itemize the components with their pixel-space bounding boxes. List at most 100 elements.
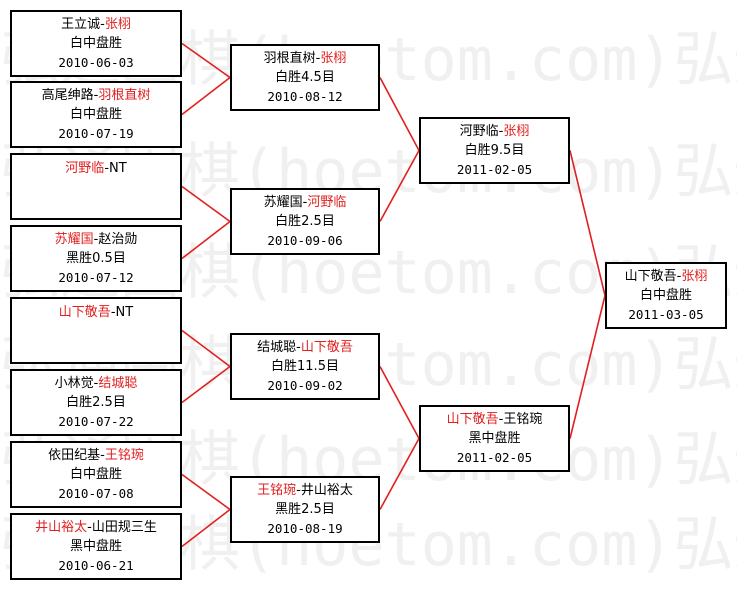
match-date: 2010-07-19 [58, 126, 134, 141]
winner-name: 井山裕太 [35, 520, 88, 535]
match-players: 依田纪基-王铭琬 [48, 448, 144, 463]
match-box: 小林觉-结城聪白胜2.5目 2010-07-22 [10, 369, 182, 436]
winner-name: 羽根直树 [98, 88, 151, 103]
player-name: 高尾绅路 [41, 88, 94, 103]
player-name: 山下敬吾 [624, 269, 677, 284]
match-date: 2010-09-02 [267, 378, 343, 393]
player-name: 结城聪 [257, 340, 297, 355]
match-date: 2010-06-21 [58, 558, 134, 573]
match-date: 2011-02-05 [456, 450, 533, 465]
match-result: 白胜2.5目 [275, 214, 335, 229]
winner-name: 结城聪 [98, 376, 138, 391]
player-name: 赵治勋 [98, 232, 138, 247]
match-players: 山下敬吾-张栩 [624, 269, 708, 284]
winner-name: 苏耀国 [54, 232, 94, 247]
match-result: 黑胜0.5目 [66, 251, 126, 266]
match-players: 羽根直树-张栩 [263, 51, 347, 66]
match-box: 山下敬吾-王铭琬黑中盘胜 2011-02-05 [419, 405, 570, 472]
connector-line [569, 150, 606, 296]
match-box: 苏耀国-河野临白胜2.5目 2010-09-06 [230, 188, 380, 255]
winner-name: 王铭琬 [104, 448, 144, 463]
match-box: 依田纪基-王铭琬白中盘胜 2010-07-08 [10, 441, 182, 508]
match-result: 白中盘胜 [639, 288, 692, 303]
match-date: 2010-08-19 [267, 521, 343, 536]
match-date: 2011-03-05 [628, 307, 704, 322]
match-result: 白胜11.5目 [271, 359, 339, 374]
match-result: 黑胜2.5目 [275, 502, 335, 517]
connector-line [181, 508, 231, 548]
match-box: 羽根直树-张栩白胜4.5目 2010-08-12 [230, 44, 380, 111]
winner-name: 张栩 [681, 269, 708, 284]
connector-line [379, 366, 420, 439]
player-name: 山田规三生 [91, 520, 157, 535]
match-box: 山下敬吾-张栩白中盘胜 2011-03-05 [605, 262, 727, 329]
match-date: 2010-09-06 [267, 233, 343, 248]
winner-name: 山下敬吾 [446, 412, 499, 427]
player-name: 小林觉 [54, 376, 94, 391]
match-result: 白中盘胜 [69, 36, 122, 51]
match-result: 黑中盘胜 [69, 539, 122, 554]
player-name: 井山裕太 [300, 483, 353, 498]
player-name: 河野临 [459, 124, 499, 139]
match-date: 2010-06-03 [58, 55, 134, 70]
winner-name: 山下敬吾 [58, 305, 111, 320]
match-result: 黑中盘胜 [468, 431, 521, 446]
connector-line [379, 150, 420, 222]
winner-name: 张栩 [320, 51, 347, 66]
player-name: 羽根直树 [263, 51, 316, 66]
connector-line [379, 438, 420, 510]
match-box: 苏耀国-赵治勋黑胜0.5目 2010-07-12 [10, 225, 182, 292]
connector-line [181, 220, 231, 260]
connector-line [181, 329, 231, 368]
player-name: NT [109, 161, 127, 176]
match-date: 2010-08-12 [267, 89, 343, 104]
player-name: 王立诚 [61, 17, 101, 32]
match-box: 高尾绅路-羽根直树白中盘胜 2010-07-19 [10, 81, 182, 148]
match-players: 山下敬吾-NT [58, 305, 134, 320]
player-name: NT [115, 305, 134, 320]
match-date: 2010-07-08 [58, 486, 134, 501]
match-result: 白中盘胜 [69, 467, 122, 482]
match-result: 白胜9.5目 [464, 143, 525, 158]
match-result: 白中盘胜 [69, 107, 122, 122]
match-date: 2010-07-12 [58, 270, 134, 285]
winner-name: 河野临 [307, 195, 347, 210]
winner-name: 山下敬吾 [300, 340, 353, 355]
match-players: 山下敬吾-王铭琬 [446, 412, 543, 427]
match-players: 王铭琬-井山裕太 [257, 483, 353, 498]
player-name: 王铭琬 [503, 412, 543, 427]
winner-name: 张栩 [104, 17, 131, 32]
winner-name: 河野临 [65, 161, 105, 176]
connector-line [181, 365, 231, 404]
connector-line [181, 76, 231, 116]
match-date: 2010-07-22 [58, 414, 134, 429]
match-players: 王立诚-张栩 [61, 17, 131, 32]
match-date: 2011-02-05 [456, 162, 533, 177]
connector-line [379, 77, 420, 151]
connector-line [181, 185, 231, 223]
match-players: 苏耀国-河野临 [263, 195, 347, 210]
match-box: 井山裕太-山田规三生黑中盘胜 2010-06-21 [10, 513, 182, 580]
winner-name: 王铭琬 [257, 483, 297, 498]
match-players: 高尾绅路-羽根直树 [41, 88, 151, 103]
match-players: 河野临-NT [65, 161, 127, 176]
connector-line [569, 295, 606, 439]
match-box: 河野临-NT [10, 153, 182, 220]
match-players: 结城聪-山下敬吾 [257, 340, 353, 355]
match-box: 结城聪-山下敬吾白胜11.5目 2010-09-02 [230, 333, 380, 400]
match-result: 白胜2.5目 [66, 395, 126, 410]
winner-name: 张栩 [503, 124, 530, 139]
match-players: 苏耀国-赵治勋 [54, 232, 138, 247]
connector-line [181, 42, 231, 79]
match-box: 王立诚-张栩白中盘胜 2010-06-03 [10, 10, 182, 77]
player-name: 依田纪基 [48, 448, 101, 463]
match-players: 井山裕太-山田规三生 [35, 520, 157, 535]
match-result: 白胜4.5目 [275, 70, 335, 85]
connector-line [181, 473, 231, 511]
match-box: 山下敬吾-NT [10, 297, 182, 364]
match-players: 小林觉-结城聪 [54, 376, 138, 391]
match-box: 王铭琬-井山裕太黑胜2.5目 2010-08-19 [230, 476, 380, 543]
player-name: 苏耀国 [263, 195, 303, 210]
